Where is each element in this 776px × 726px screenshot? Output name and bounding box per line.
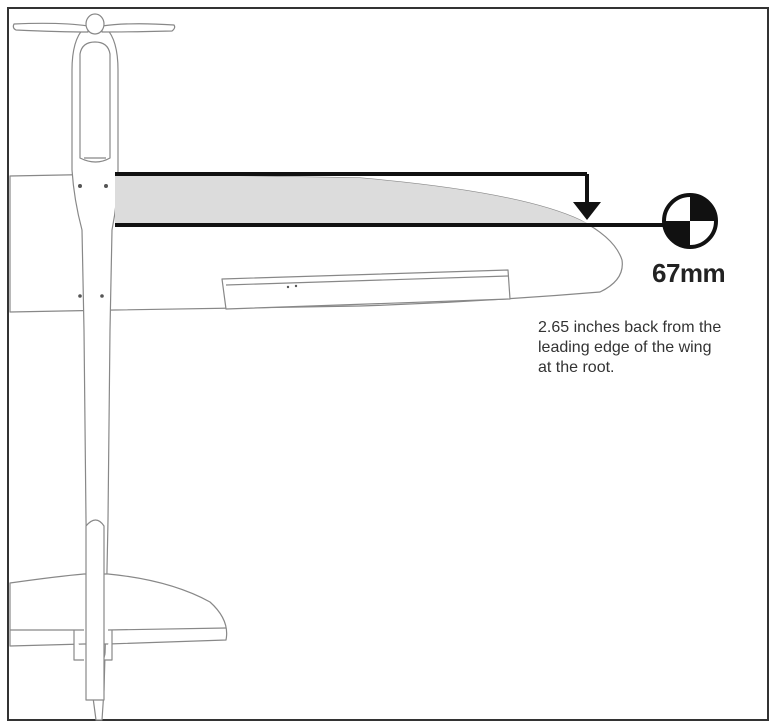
cg-range-shading [115,174,594,225]
flap-outline [221,269,511,310]
propeller-right-blade [101,23,176,33]
wing-root-details [78,184,298,298]
center-of-gravity-icon [662,193,718,249]
tail-fin-outline [85,519,105,701]
spinner [85,13,105,35]
note-line: leading edge of the wing [538,339,712,356]
canopy-outline [79,41,111,163]
flap-hinge-line [225,275,509,286]
stabilizer-outline [9,573,228,647]
cg-measurement-value: 67mm [652,258,726,288]
note-line: 2.65 inches back from the [538,319,722,336]
cg-measurement-note: 2.65 inches back from the leading edge o… [538,318,770,378]
note-line: at the root. [538,359,615,376]
arrow-down-icon [573,174,601,220]
propeller-left-blade [12,22,89,33]
